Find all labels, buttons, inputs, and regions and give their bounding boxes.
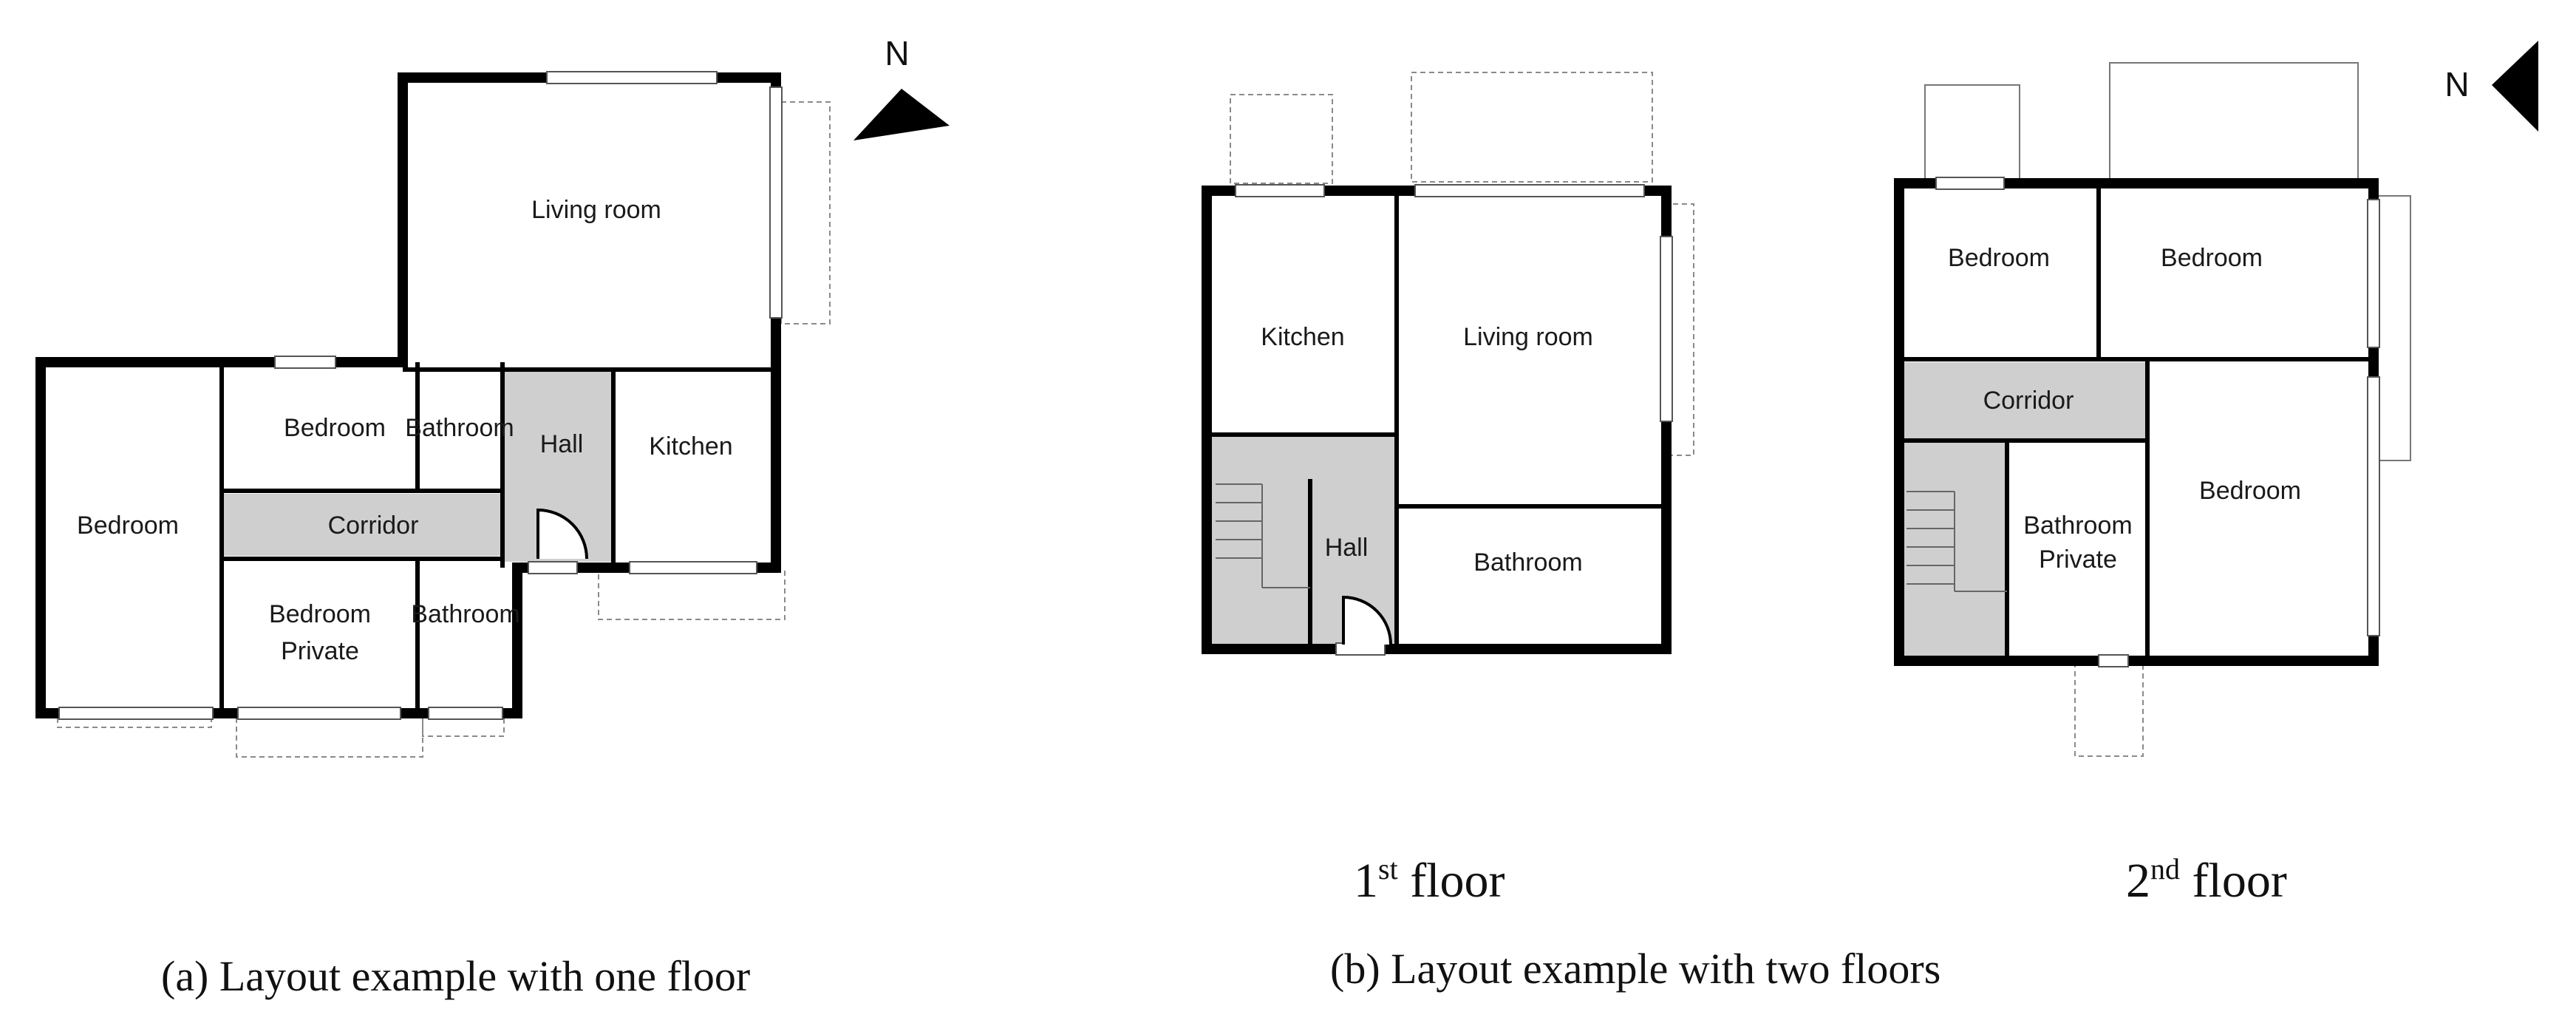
corridor-fill	[1904, 362, 2147, 439]
room-label: Bedroom	[269, 600, 371, 628]
caption-b: (b) Layout example with two floors	[1330, 945, 1940, 993]
room-label: Bathroom	[411, 600, 519, 628]
corridor-fill	[222, 494, 502, 556]
room-label: Corridor	[1983, 387, 2074, 415]
room-label: Kitchen	[1261, 323, 1344, 351]
outline	[1924, 84, 2020, 180]
room-label: Private	[281, 637, 359, 665]
dashed-outline	[2074, 661, 2144, 757]
exterior-wall	[35, 72, 781, 718]
room-label: Bathroom	[1473, 548, 1582, 577]
room-label: Bedroom	[2199, 477, 2301, 505]
room-label: Private	[2039, 546, 2117, 574]
plan-b-floor-2: Bedroom Bedroom Corridor Bedroom Bathroo…	[1894, 41, 2538, 908]
dashed-outline	[1411, 72, 1653, 183]
north-label: N	[885, 34, 909, 72]
outline	[2377, 195, 2411, 461]
room-label: Hall	[1325, 534, 1369, 562]
outline	[2109, 62, 2359, 180]
room-label: Living room	[1463, 323, 1593, 351]
room-label: Bedroom	[1948, 244, 2050, 272]
north-label: N	[2444, 65, 2469, 103]
plan-a: Living room Bedroom Bedroom Bathroom Hal…	[35, 34, 950, 758]
room-label: Kitchen	[649, 432, 732, 460]
dashed-outline	[1230, 94, 1333, 184]
room-label: Bathroom	[405, 414, 514, 442]
room-label: Bedroom	[284, 414, 386, 442]
stairs	[1216, 483, 1310, 588]
terrace-dashed	[598, 570, 786, 620]
floor-1-label: 1st floor	[1354, 852, 1505, 908]
room-label: Living room	[531, 196, 661, 224]
plan-b-floor-1: Kitchen Living room Hall Bathroom 1st fl…	[1202, 72, 1694, 908]
north-arrow-icon	[2492, 41, 2538, 132]
room-label: Hall	[540, 430, 584, 458]
room-label: Bedroom	[2161, 244, 2263, 272]
stairs	[1907, 491, 2007, 592]
caption-a: (a) Layout example with one floor	[161, 952, 750, 1000]
floor-2-label: 2nd floor	[2126, 852, 2287, 908]
balcony-dashed	[780, 101, 831, 324]
room-label: Bedroom	[77, 512, 179, 540]
room-label: Bathroom	[2023, 512, 2132, 540]
room-label: Corridor	[328, 512, 419, 540]
north-arrow-icon	[853, 89, 950, 140]
